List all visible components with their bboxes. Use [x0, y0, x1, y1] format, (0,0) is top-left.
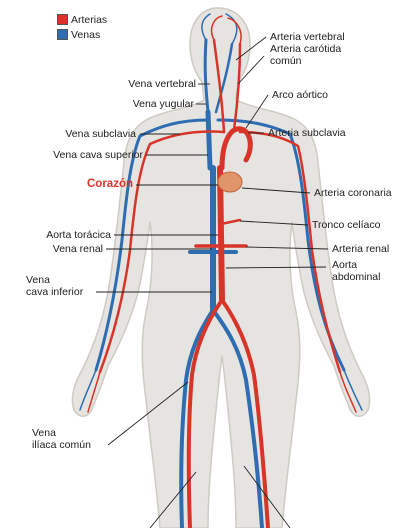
legend-label: Venas	[71, 29, 100, 41]
label-tronco-celiaco: Tronco celíaco	[312, 219, 380, 231]
heart	[218, 172, 242, 192]
label-arco-aortico: Arco aórtico	[272, 89, 328, 101]
label-arteria-carotida-line1: Arteria carótida	[270, 43, 341, 55]
label-vena-yugular: Vena yugular	[133, 98, 194, 110]
label-vena-iliaca-line2: ilíaca común	[32, 439, 91, 451]
legend-swatch-venas	[57, 29, 68, 40]
label-vena-vertebral: Vena vertebral	[128, 78, 196, 90]
label-vena-iliaca-line1: Vena	[32, 427, 56, 439]
label-vena-cava-superior: Vena cava superior	[53, 149, 143, 161]
label-arteria-carotida-line2: común	[270, 55, 302, 67]
label-arteria-coronaria: Arteria coronaria	[314, 187, 392, 199]
hand-arteries	[88, 372, 356, 412]
hand-veins	[80, 370, 362, 410]
label-corazon: Corazón	[87, 178, 133, 190]
legend-label: Arterias	[71, 14, 107, 26]
label-aorta-toracica: Aorta torácica	[46, 229, 111, 241]
label-vena-cava-inferior-line2: cava inferior	[26, 286, 83, 298]
label-vena-subclavia: Vena subclavia	[65, 128, 136, 140]
legend-swatch-arterias	[57, 14, 68, 25]
label-arteria-renal: Arteria renal	[332, 243, 389, 255]
legend: Arterias Venas	[57, 12, 107, 42]
label-arteria-vertebral: Arteria vertebral	[270, 31, 345, 43]
label-vena-cava-inferior-line1: Vena	[26, 274, 50, 286]
label-aorta-abdominal-line1: Aorta	[332, 259, 357, 271]
label-arteria-subclavia: Arteria subclavia	[268, 127, 346, 139]
legend-item-venas: Venas	[57, 27, 107, 42]
label-vena-renal: Vena renal	[53, 243, 103, 255]
label-aorta-abdominal-line2: abdominal	[332, 271, 380, 283]
legend-item-arterias: Arterias	[57, 12, 107, 27]
